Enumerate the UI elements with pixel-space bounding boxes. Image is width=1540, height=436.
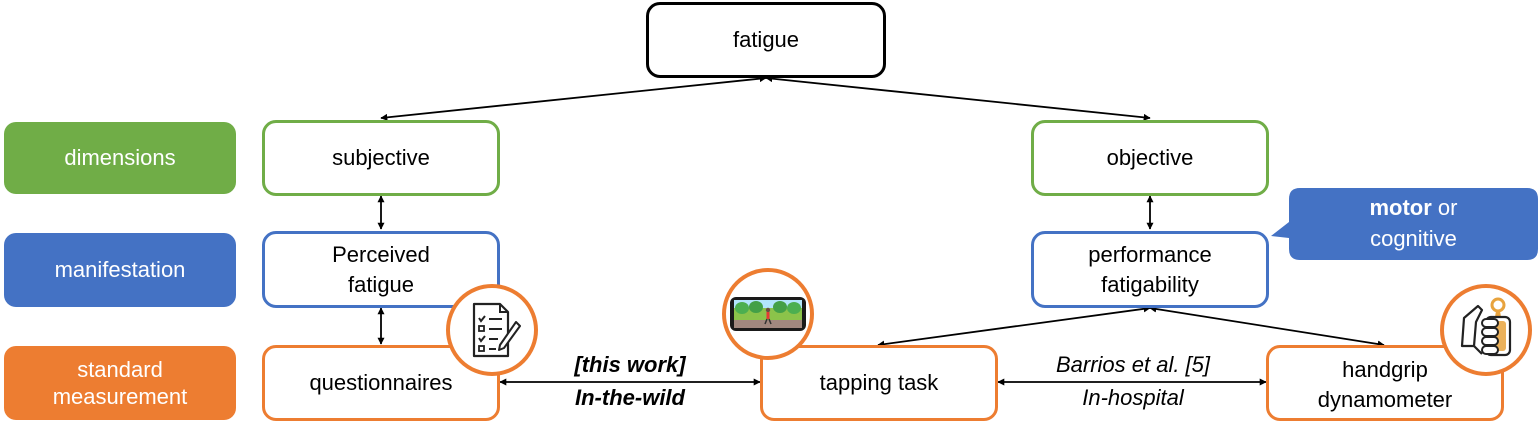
node-objective: objective	[1031, 120, 1269, 196]
node-tapping-task-label: tapping task	[819, 370, 939, 396]
edge-label-barrios: Barrios et al. [5] In-hospital	[1010, 348, 1256, 414]
callout-motor: motor	[1369, 195, 1432, 221]
edge-fatigue-subjective	[380, 75, 767, 121]
node-fatigue: fatigue	[646, 2, 886, 78]
questionnaire-clipboard-icon	[446, 284, 538, 376]
edge-label-in-hospital-text: In-hospital	[1082, 385, 1184, 410]
edge-performance-tapping	[877, 305, 1151, 348]
handgrip-dynamometer-icon	[1440, 284, 1532, 376]
node-perceived-label-2: fatigue	[347, 271, 415, 297]
callout-cognitive: cognitive	[1370, 226, 1457, 251]
edge-label-barrios-text: Barrios et al. [5]	[1055, 352, 1211, 377]
category-dimensions: dimensions	[4, 122, 236, 194]
node-tapping-task: tapping task	[760, 345, 998, 421]
category-measurement-label: measurement	[52, 384, 188, 409]
callout-or: or	[1431, 195, 1458, 221]
category-manifestation-label: manifestation	[54, 257, 186, 283]
node-objective-label: objective	[1106, 145, 1194, 171]
category-manifestation: manifestation	[4, 233, 236, 307]
category-standard-label: standard	[77, 356, 163, 382]
category-standard-measurement: standard measurement	[4, 346, 236, 420]
node-subjective: subjective	[262, 120, 500, 196]
node-handgrip-label-1: handgrip	[1342, 357, 1428, 383]
edge-label-in-the-wild-text: In-the-wild	[575, 385, 685, 410]
edge-fatigue-objective	[765, 75, 1151, 121]
edge-performance-handgrip	[1149, 305, 1385, 348]
edge-label-this-work-text: [this work]	[574, 352, 686, 377]
tapping-game-phone-icon	[722, 268, 814, 360]
edge-label-this-work: [this work] In-the-wild	[520, 348, 740, 414]
callout-text: motor or cognitive	[1289, 190, 1538, 258]
node-perceived-label-1: Perceived	[332, 241, 430, 267]
category-dimensions-label: dimensions	[64, 145, 176, 171]
node-fatigue-label: fatigue	[732, 27, 800, 53]
node-subjective-label: subjective	[332, 145, 430, 171]
node-performance-label-1: performance	[1088, 241, 1212, 267]
node-questionnaires-label: questionnaires	[309, 370, 453, 396]
node-performance-label-2: fatigability	[1101, 271, 1199, 297]
node-performance-fatigability: performance fatigability	[1031, 231, 1269, 308]
node-handgrip-label-2: dynamometer	[1317, 387, 1453, 412]
